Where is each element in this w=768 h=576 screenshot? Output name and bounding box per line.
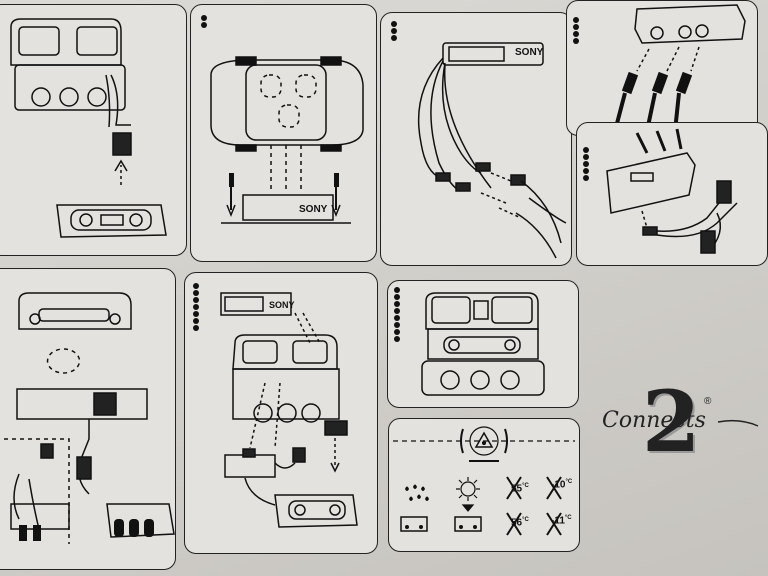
panel-warnings: 55°C -10°C 56°C -11°C	[388, 418, 580, 552]
connects2-logo: 2 Connects ®	[600, 372, 760, 471]
panel-step-8	[387, 280, 579, 408]
panel-step-3: SONY	[380, 12, 572, 266]
step-4-dots	[573, 17, 579, 44]
adapter-box-illustration	[606, 128, 738, 254]
radio-wiring-illustration	[4, 292, 175, 544]
logo-word: Connects	[602, 408, 706, 433]
step-7-dots	[193, 283, 199, 331]
min-temp-1: -10°C	[551, 479, 573, 491]
sony-label-step-2: SONY	[299, 204, 328, 215]
dashboard-removal-illustration	[10, 18, 167, 238]
max-temp-1: 55°C	[511, 483, 529, 495]
panel-step-5	[576, 122, 768, 266]
sony-label-step-3: SONY	[515, 47, 544, 58]
warning-illustration	[393, 426, 575, 536]
dashboard-wiring-illustration	[220, 292, 358, 528]
rca-connector-illustration	[613, 4, 746, 132]
logo-registered-mark: ®	[704, 396, 712, 407]
max-temp-2: 56°C	[511, 517, 529, 529]
panel-step-7: SONY	[184, 272, 378, 554]
min-temp-2: -11°C	[551, 515, 572, 527]
sony-label-step-7: SONY	[269, 300, 295, 310]
logo-numeral: 2	[642, 372, 701, 471]
step-3-dots	[391, 21, 397, 41]
panel-step-6	[0, 268, 176, 570]
dashboard-front-illustration	[421, 292, 545, 396]
panel-step-2: SONY	[190, 4, 377, 262]
car-mount-illustration	[210, 56, 364, 224]
step-8-dots	[394, 287, 400, 342]
panel-step-1	[0, 4, 187, 256]
step-5-dots	[583, 147, 589, 181]
step-2-dots	[201, 15, 207, 28]
logo-swash	[717, 419, 759, 427]
sony-cable-illustration	[417, 42, 567, 259]
panel-step-4	[566, 0, 758, 136]
